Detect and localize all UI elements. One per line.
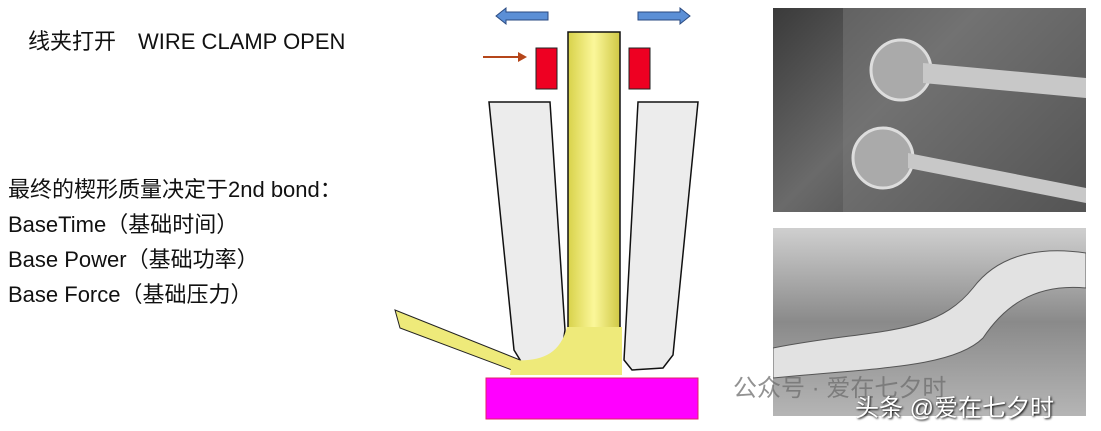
slide-title: 线夹打开 WIRE CLAMP OPEN (28, 29, 346, 54)
parameter-heading: 最终的楔形质量决定于2nd bond： (8, 177, 342, 202)
sem-photo-top (773, 8, 1086, 212)
wire-clamp-right (628, 47, 651, 90)
open-left-arrow (495, 6, 549, 26)
substrate (485, 377, 699, 420)
wire-clamp-left (535, 47, 558, 90)
parameter-base-force: Base Force（基础压力） (8, 282, 253, 307)
sem-photo-bottom (773, 228, 1086, 416)
capillary-right (623, 101, 699, 371)
gold-wire (567, 31, 621, 333)
wire-tail (394, 309, 521, 371)
bond-parameters: 最终的楔形质量决定于2nd bond： BaseTime（基础时间） Base … (8, 172, 342, 312)
pointer-arrow (483, 52, 527, 62)
wedge-bond (510, 327, 622, 375)
open-right-arrow (637, 6, 691, 26)
parameter-base-time: BaseTime（基础时间） (8, 212, 239, 237)
capillary-left (488, 101, 566, 369)
wechat-watermark: 公众号 · 爱在七夕时 (733, 375, 947, 402)
toutiao-watermark: 头条 @爱在七夕时 (855, 395, 1055, 422)
parameter-base-power: Base Power（基础功率） (8, 247, 259, 272)
